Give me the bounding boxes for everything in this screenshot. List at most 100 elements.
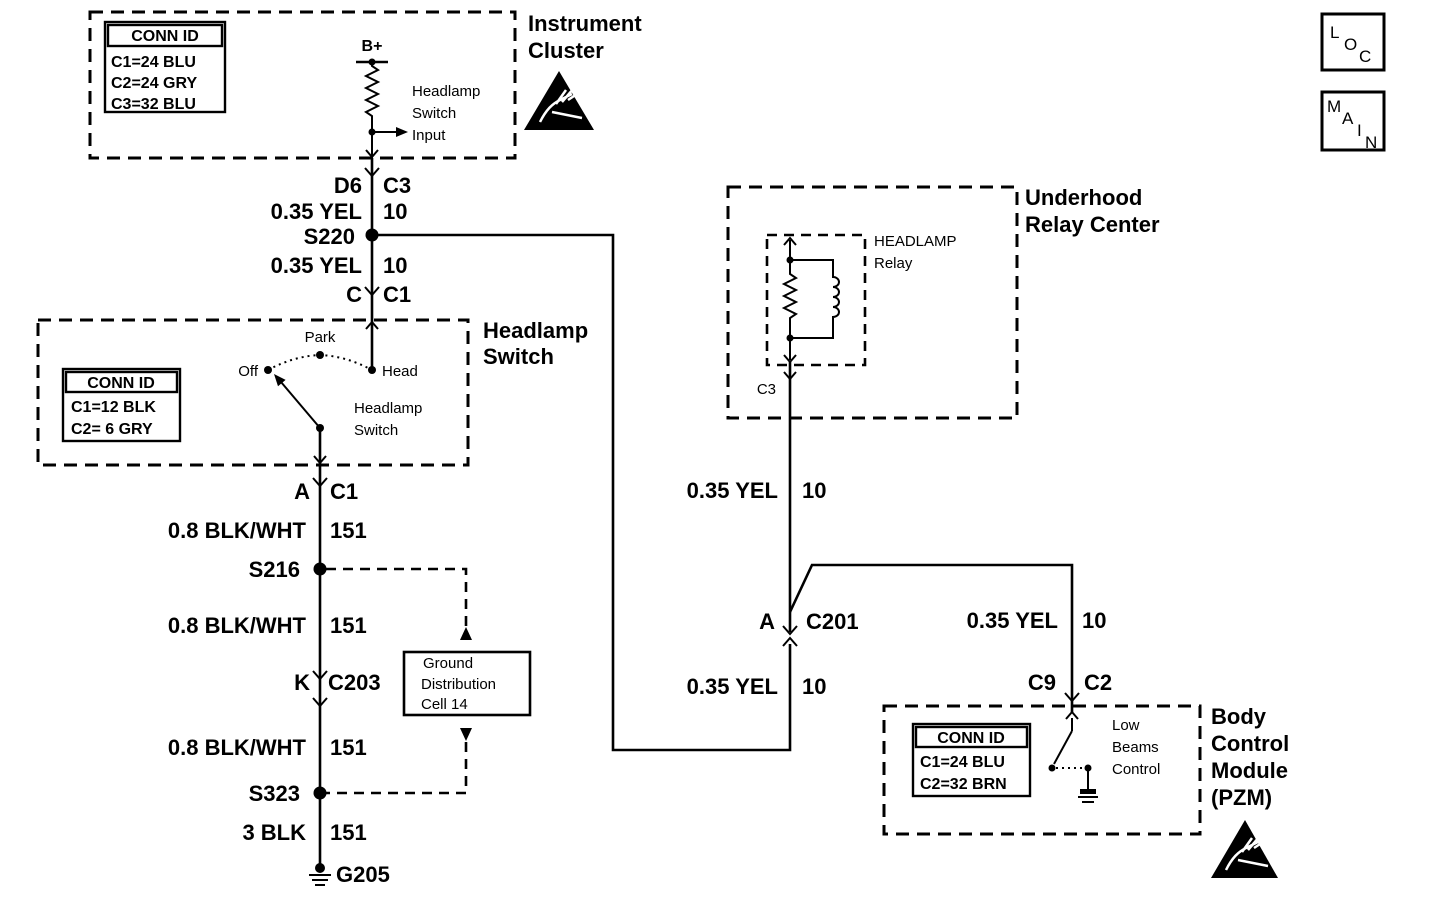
switch-position-off: Off [238, 363, 259, 380]
underhood-relay-center-title-line1: Underhood [1025, 185, 1142, 210]
connector-c201-icon [782, 625, 798, 636]
connector-c203-terminal-icon [312, 697, 328, 708]
bcm-title-line4: (PZM) [1211, 785, 1272, 810]
relay-center-connector-id: C3 [757, 381, 776, 398]
conn-id-line: C1=24 BLU [111, 54, 196, 71]
connector-c201-pin: A [759, 609, 775, 634]
main-letter-i[interactable]: I [1357, 121, 1362, 140]
conn-id-header: CONN ID [937, 730, 1005, 747]
conn-id-line: C2=32 BRN [920, 776, 1007, 793]
main-button[interactable]: M A I N [1320, 90, 1386, 152]
circuit-number-label: 151 [330, 613, 367, 638]
loc-button[interactable]: L O C [1320, 12, 1386, 72]
wire-size-color-label: 3 BLK [242, 820, 306, 845]
wire-size-color-label: 0.35 YEL [271, 253, 362, 278]
ground-g205-icon [309, 863, 331, 886]
body-control-module: Body Control Module (PZM) CONN ID C1=24 … [882, 704, 1289, 878]
conn-id-line: C1=12 BLK [71, 399, 156, 416]
wire-size-color-label: 0.8 BLK/WHT [168, 613, 307, 638]
conn-id-line: C3=32 BLU [111, 96, 196, 113]
switch-label-line2: Switch [354, 422, 398, 439]
ground-distribution-box[interactable] [402, 650, 532, 717]
ground-distribution-link-lower [326, 742, 468, 795]
bcm-terminal-icon [1065, 710, 1079, 720]
off-contact [264, 366, 272, 374]
esd-warning-icon [524, 71, 594, 130]
ground-distribution-line1[interactable]: Ground [423, 655, 473, 672]
switch-position-park: Park [305, 329, 336, 346]
wire-to-body-control-module [788, 563, 1074, 712]
relay-resistor-icon [781, 240, 799, 360]
instrument-cluster-boundary [88, 10, 517, 160]
conn-id-line: C2= 6 GRY [71, 421, 153, 438]
ground-distribution-link-upper [326, 567, 468, 630]
main-letter-m[interactable]: M [1327, 97, 1341, 116]
pull-up-resistor-icon [363, 62, 381, 158]
wire-s220-to-c201 [372, 233, 792, 752]
main-letter-n[interactable]: N [1365, 133, 1377, 152]
conn-id-header: CONN ID [131, 28, 199, 45]
headlamp-relay-label-line2: Relay [874, 255, 913, 272]
bcm-connector-pin: C9 [1028, 670, 1056, 695]
ground-distribution-reference-link[interactable]: Ground Distribution Cell 14 [402, 650, 532, 717]
loc-letter-o[interactable]: O [1344, 35, 1357, 54]
switch-top-connector-id: C1 [383, 282, 411, 307]
bcm-title-line2: Control [1211, 731, 1289, 756]
switch-bottom-connector-id: C1 [330, 479, 358, 504]
splice-s323-node [313, 786, 327, 800]
main-button-frame[interactable] [1320, 90, 1386, 152]
wire-size-color-label: 0.35 YEL [271, 199, 362, 224]
circuit-number-label: 10 [383, 253, 407, 278]
ground-distribution-line3[interactable]: Cell 14 [421, 696, 468, 713]
conn-id-frame [103, 20, 227, 114]
underhood-relay-center-title-line2: Relay Center [1025, 212, 1160, 237]
circuit-number-label: 10 [383, 199, 407, 224]
ground-distribution-line2[interactable]: Distribution [421, 676, 496, 693]
splice-s216-node [313, 562, 327, 576]
switch-top-connector-pin: C [346, 282, 362, 307]
headlamp-relay-label-line1: HEADLAMP [874, 233, 957, 250]
conn-id-frame [911, 722, 1032, 798]
headlamp-relay-boundary [765, 233, 867, 367]
switch-arm [280, 381, 321, 429]
low-beams-control-line3: Control [1112, 761, 1160, 778]
cluster-connector-id: C3 [383, 173, 411, 198]
switch-bottom-connector-pin: A [294, 479, 310, 504]
wire-size-color-label: 0.35 YEL [687, 478, 778, 503]
instrument-cluster-conn-id-table: CONN ID C1=24 BLU C2=24 GRY C3=32 BLU [103, 20, 227, 114]
park-contact [316, 351, 324, 359]
battery-supply-label: B+ [362, 38, 383, 55]
underhood-relay-center: Underhood Relay Center HEADLAMP Relay C3 [726, 185, 1160, 420]
wire-size-color-label: 0.35 YEL [967, 608, 1058, 633]
circuit-number-label: 10 [802, 478, 826, 503]
main-letter-a[interactable]: A [1342, 109, 1354, 128]
relay-top-terminal-icon [783, 236, 797, 246]
connector-c201-id: C201 [806, 609, 859, 634]
headlamp-switch-conn-id-table: CONN ID C1=12 BLK C2= 6 GRY [61, 367, 182, 443]
circuit-number-label: 151 [330, 820, 367, 845]
connector-c203-pin: K [294, 670, 310, 695]
connector-c1-icon [364, 286, 380, 297]
switch-arm-arrow-icon [274, 374, 286, 387]
bcm-connector-id: C2 [1084, 670, 1112, 695]
cluster-connector-pin: D6 [334, 173, 362, 198]
instrument-cluster-title-line2: Cluster [528, 38, 604, 63]
ground-g205-label: G205 [336, 862, 390, 887]
headlamp-switch-title-line2: Switch [483, 344, 554, 369]
circuit-number-label: 151 [330, 735, 367, 760]
connector-c201-terminal-icon [782, 636, 798, 647]
bcm-title-line3: Module [1211, 758, 1288, 783]
low-beam-switch-arm [1053, 730, 1073, 765]
conn-id-header-frame [106, 23, 224, 48]
bcm-title-line1: Body [1211, 704, 1267, 729]
input-arrow-icon [396, 127, 408, 137]
cluster-connector-terminal-icon [365, 149, 379, 159]
loc-letter-l[interactable]: L [1330, 23, 1339, 42]
switch-input-label-line3: Input [412, 127, 446, 144]
switch-input-label-line2: Switch [412, 105, 456, 122]
loc-letter-c[interactable]: C [1359, 47, 1371, 66]
connector-c203-id: C203 [328, 670, 381, 695]
loc-button-frame[interactable] [1320, 12, 1386, 72]
headlamp-switch: Headlamp Switch CONN ID C1=12 BLK C2= 6 … [36, 318, 588, 467]
